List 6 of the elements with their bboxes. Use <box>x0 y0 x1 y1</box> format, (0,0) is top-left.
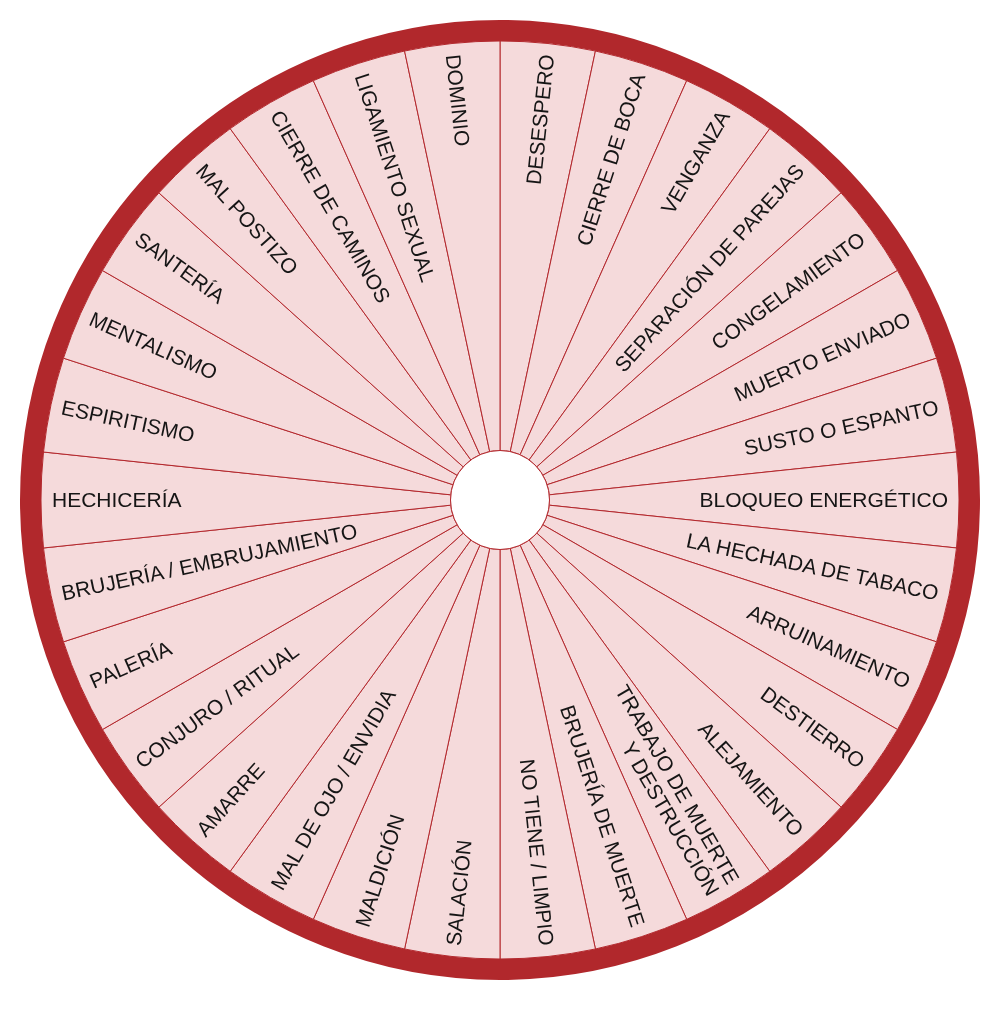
sector-label: DESESPERO <box>521 53 559 186</box>
sector-label: BLOQUEO ENERGÉTICO <box>699 488 948 512</box>
sector-label: SALACIÓN <box>441 838 476 947</box>
sector-label: DOMINIO <box>441 53 475 148</box>
sector-label: HECHICERÍA <box>52 488 182 512</box>
sector-label: NO TIENE / LIMPIO <box>515 757 559 947</box>
